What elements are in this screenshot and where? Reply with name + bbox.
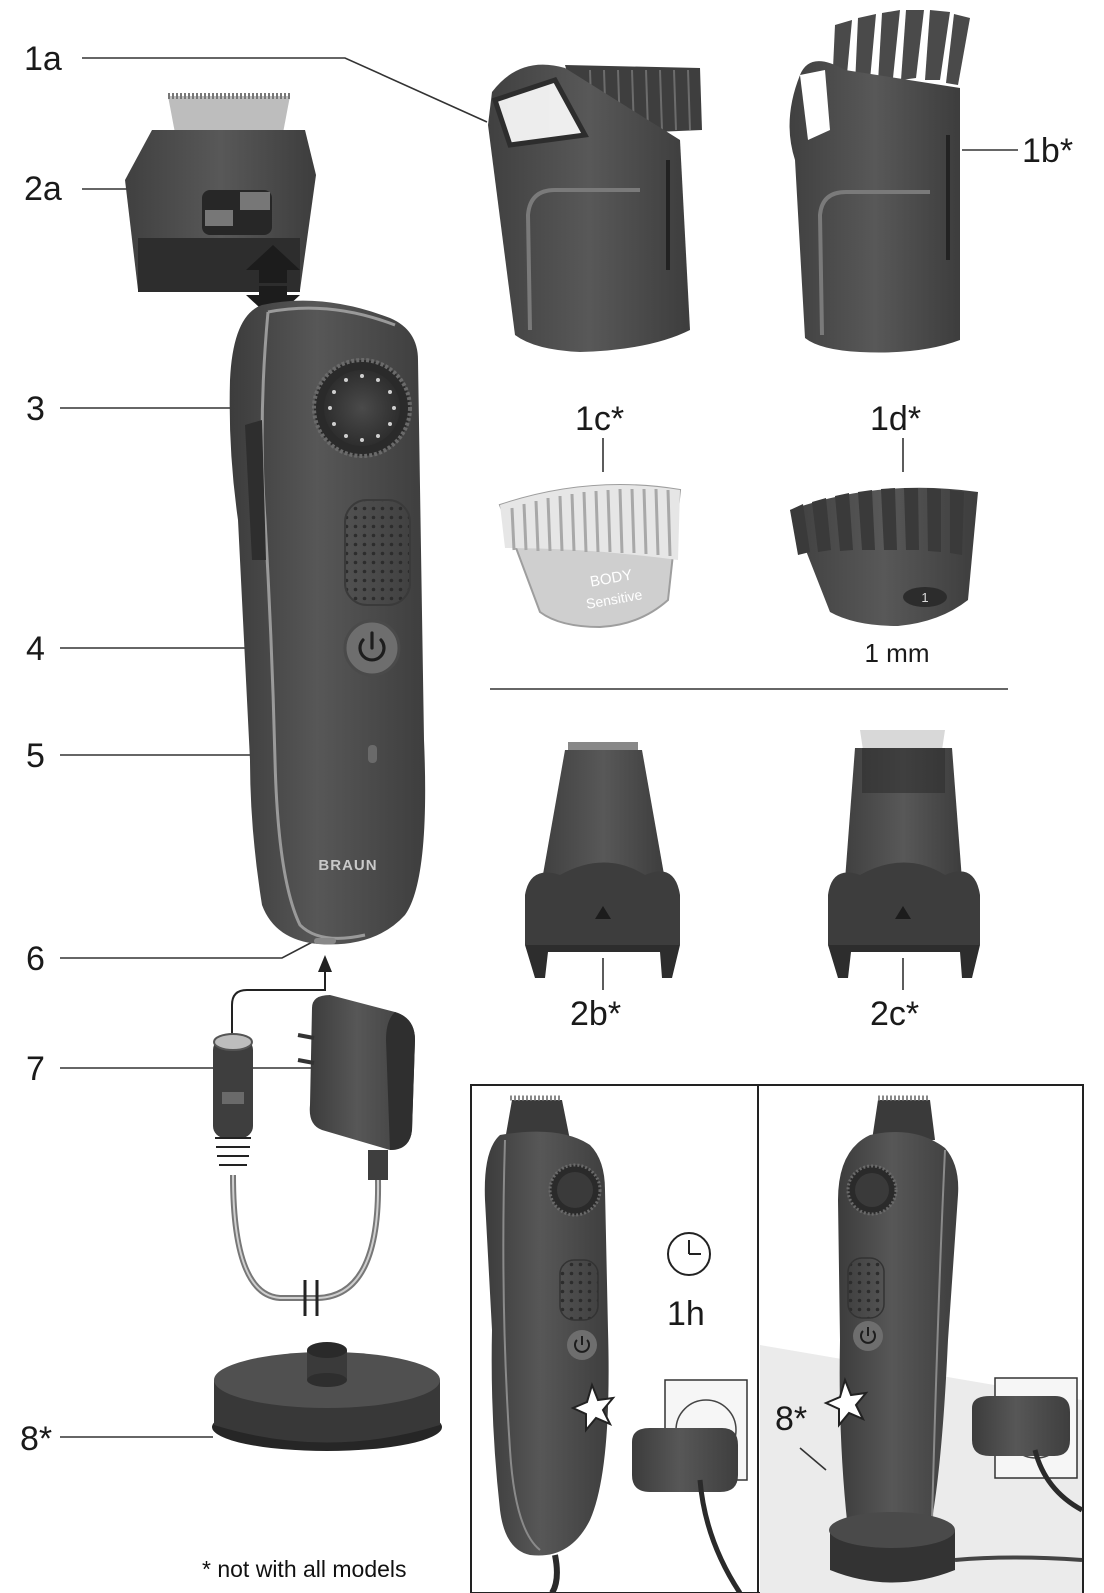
callout-7: 7 bbox=[26, 1050, 45, 1088]
detail-head-2c bbox=[828, 730, 980, 978]
callout-1c: 1c* bbox=[575, 400, 624, 438]
dial-marks bbox=[328, 374, 396, 442]
brand-logo: BRAUN bbox=[318, 857, 377, 874]
callout-6: 6 bbox=[26, 940, 45, 978]
callout-1b: 1b* bbox=[1022, 132, 1073, 170]
callout-3: 3 bbox=[26, 390, 45, 428]
clock-icon bbox=[667, 1232, 711, 1276]
wall-socket-icon bbox=[972, 1377, 1084, 1513]
callout-4: 4 bbox=[26, 630, 45, 668]
callout-5: 5 bbox=[26, 737, 45, 775]
charging-stand-icon bbox=[212, 1342, 442, 1451]
wall-socket-icon bbox=[632, 1379, 748, 1593]
precision-head-2b bbox=[525, 742, 680, 978]
panel-trimmer-left bbox=[484, 1095, 616, 1593]
callout-2a: 2a bbox=[24, 170, 62, 208]
comb-size-label: 1 mm bbox=[865, 638, 930, 668]
power-icon bbox=[358, 631, 386, 662]
charge-time: 1h bbox=[667, 1295, 705, 1333]
charging-arrow-icon bbox=[231, 955, 332, 1055]
trimmer-body bbox=[229, 300, 426, 945]
body-comb-1c bbox=[498, 484, 682, 629]
callout-1d: 1d* bbox=[870, 400, 921, 438]
guide-comb-1b bbox=[789, 10, 970, 353]
panel-trimmer-right bbox=[799, 1095, 1083, 1583]
charger-icon bbox=[213, 995, 415, 1316]
comb-number: 1 bbox=[921, 590, 928, 605]
callout-2c: 2c* bbox=[870, 995, 919, 1033]
comb-1d bbox=[790, 487, 978, 626]
footnote: * not with all models bbox=[202, 1556, 407, 1582]
callout-8: 8* bbox=[20, 1420, 52, 1458]
callout-2b: 2b* bbox=[570, 995, 621, 1033]
guide-comb-1a bbox=[488, 64, 702, 352]
callout-8-panel: 8* bbox=[775, 1400, 807, 1438]
callout-1a: 1a bbox=[24, 40, 62, 78]
